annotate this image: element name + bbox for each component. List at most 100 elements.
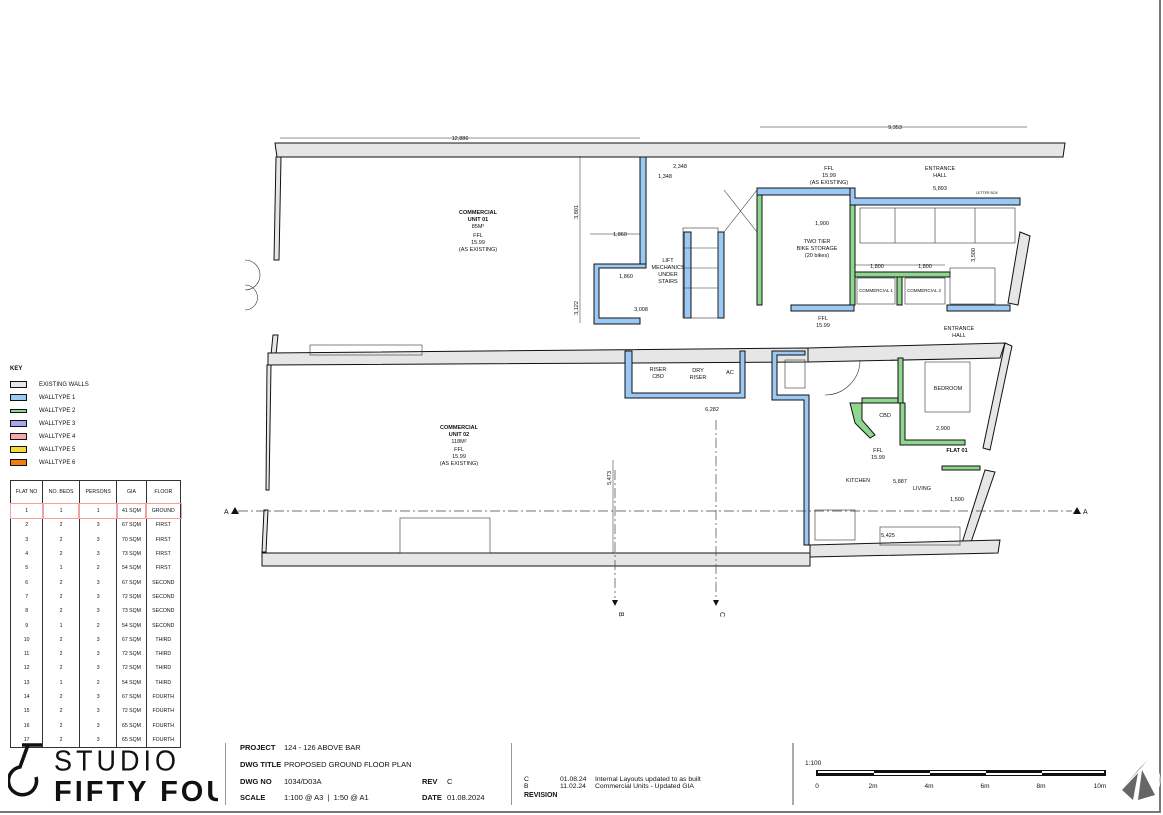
section-a-label-right: A <box>1083 509 1088 516</box>
scale-value: 1:100 @ A3 | 1:50 @ A1 <box>284 793 369 802</box>
table-cell: 4 <box>9 546 44 562</box>
plan-label: DRY <box>692 368 704 374</box>
key-item: WALLTYPE 2 <box>10 404 185 417</box>
column-header: FLAT NO <box>9 480 44 504</box>
table-cell: FOURTH <box>145 689 182 705</box>
table-cell: 54 SQM <box>116 675 147 690</box>
table-cell: FOURTH <box>145 704 182 719</box>
key-item: WALLTYPE 4 <box>10 430 185 443</box>
plan-label: FIFTY FOUR <box>54 776 218 805</box>
plan-label: (AS EXISTING) <box>810 180 848 186</box>
table-cell: 67 SQM <box>116 632 147 647</box>
table-cell: 65 SQM <box>116 718 147 733</box>
dim-2348: 2,348 <box>673 164 687 170</box>
table-cell: FOURTH <box>145 718 182 733</box>
walltype-2-walls <box>756 194 981 471</box>
plan-label: COMMERCIAL <box>459 210 498 216</box>
column-header: PERSONS <box>78 480 118 504</box>
key-swatch <box>10 433 27 440</box>
table-cell: 70 SQM <box>116 532 147 547</box>
room-bike-storage: TWO TIER BIKE STORAGE (20 bikes) <box>797 239 838 259</box>
table-cell: 3 <box>78 704 118 719</box>
plan-label: AC <box>726 370 734 376</box>
plan-label: FFL <box>473 233 483 239</box>
section-line-c: C <box>713 420 725 617</box>
plan-label: LIFT <box>662 258 674 264</box>
room-entrance-hall-bottom: FFL 15.99 ENTRANCE HALL <box>816 316 974 339</box>
table-cell: 2 <box>42 646 80 662</box>
plan-label: 15.99 <box>816 323 830 329</box>
section-b-label: B <box>617 612 624 617</box>
table-cell: 5 <box>9 561 44 576</box>
table-cell: 72 SQM <box>116 646 147 662</box>
cbd-label: CBD <box>879 413 891 419</box>
key-label: WALLTYPE 6 <box>39 459 76 466</box>
dim-3500: 3,500 <box>971 248 977 262</box>
table-cell: 73 SQM <box>116 604 147 619</box>
table-cell: 3 <box>78 575 118 590</box>
table-cell: SECOND <box>145 575 182 590</box>
table-cell: 2 <box>78 561 118 576</box>
dim-top-right: 9,353 <box>888 125 902 131</box>
rev-label: REV <box>422 777 438 786</box>
table-cell: 16 <box>9 718 44 733</box>
key-swatch <box>10 420 27 427</box>
table-cell: 7 <box>9 589 44 605</box>
plan-label: BIKE STORAGE <box>797 246 838 252</box>
table-cell: 6 <box>9 575 44 590</box>
plan-label: 6m <box>980 783 989 790</box>
plan-label: 10m <box>1094 783 1107 790</box>
key-swatch <box>10 446 27 453</box>
table-cell: 10 <box>9 632 44 647</box>
section-line-a: A A <box>224 507 1088 516</box>
table-cell: 1 <box>9 502 44 520</box>
key-label: WALLTYPE 1 <box>39 394 76 401</box>
date-value: 01.08.2024 <box>447 793 485 802</box>
table-cell: 15 <box>9 704 44 719</box>
letter-box-label: LETTER BOX <box>976 191 998 195</box>
room-commercial-unit-01: COMMERCIAL UNIT 01 85M² FFL 15.99 (AS EX… <box>459 210 498 253</box>
dwg-no-label: DWG NO <box>240 777 272 786</box>
key-swatch <box>10 381 27 388</box>
table-cell: THIRD <box>145 675 182 690</box>
plan-label: FFL <box>454 447 464 453</box>
table-cell: 3 <box>78 646 118 662</box>
plan-label: 15.99 <box>822 173 836 179</box>
table-cell: FIRST <box>145 518 182 533</box>
table-cell: 14 <box>9 689 44 705</box>
plan-label: STUDIO <box>54 745 180 777</box>
room-entrance-hall-top: FFL 15.99 (AS EXISTING) ENTRANCE HALL LE… <box>810 166 999 195</box>
table-cell: 3 <box>78 604 118 619</box>
table-cell: FIRST <box>145 546 182 562</box>
plan-label: UNIT 02 <box>449 432 469 438</box>
dim-5473: 5,473 <box>607 471 613 485</box>
table-cell: THIRD <box>145 632 182 647</box>
table-cell: 2 <box>42 604 80 619</box>
table-cell: 11 <box>9 646 44 662</box>
room-commercial-unit-02: COMMERCIAL UNIT 02 118M² FFL 15.99 (AS E… <box>440 425 479 467</box>
plan-label: HALL <box>952 333 966 339</box>
table-cell: 2 <box>78 618 118 633</box>
section-a-label-left: A <box>224 509 229 516</box>
plan-label: RISER <box>650 367 667 373</box>
plan-label: FFL <box>818 316 828 322</box>
plan-label: FFL <box>873 448 883 454</box>
key-swatch <box>10 459 27 466</box>
plan-label: TWO TIER <box>804 239 831 245</box>
plan-label: HALL <box>933 173 947 179</box>
table-cell: 12 <box>9 661 44 676</box>
key-label: WALLTYPE 5 <box>39 446 76 453</box>
key-label: WALLTYPE 4 <box>39 433 76 440</box>
dim-3008: 3,008 <box>634 307 648 313</box>
table-cell: 9 <box>9 618 44 633</box>
dim-1900: 1,900 <box>815 221 829 227</box>
